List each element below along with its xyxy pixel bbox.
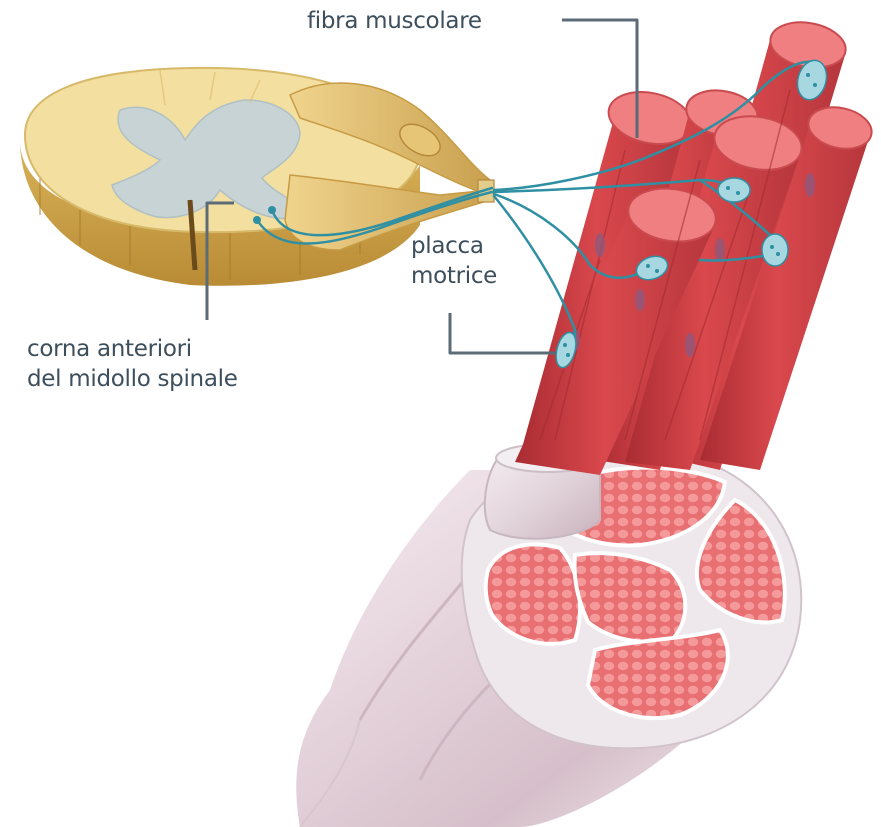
leader-placca [450, 313, 556, 353]
label-anterior-horns: corna anteriori del midollo spinale [27, 334, 238, 394]
label-muscle-fiber-text: fibra muscolare [307, 6, 482, 36]
label-motor-plate-line2: motrice [411, 261, 497, 291]
label-anterior-horns-line2: del midollo spinale [27, 364, 238, 394]
label-motor-plate: placca motrice [411, 231, 497, 291]
label-muscle-fiber: fibra muscolare [307, 6, 482, 36]
label-motor-plate-line1: placca [411, 231, 497, 261]
label-anterior-horns-line1: corna anteriori [27, 334, 238, 364]
